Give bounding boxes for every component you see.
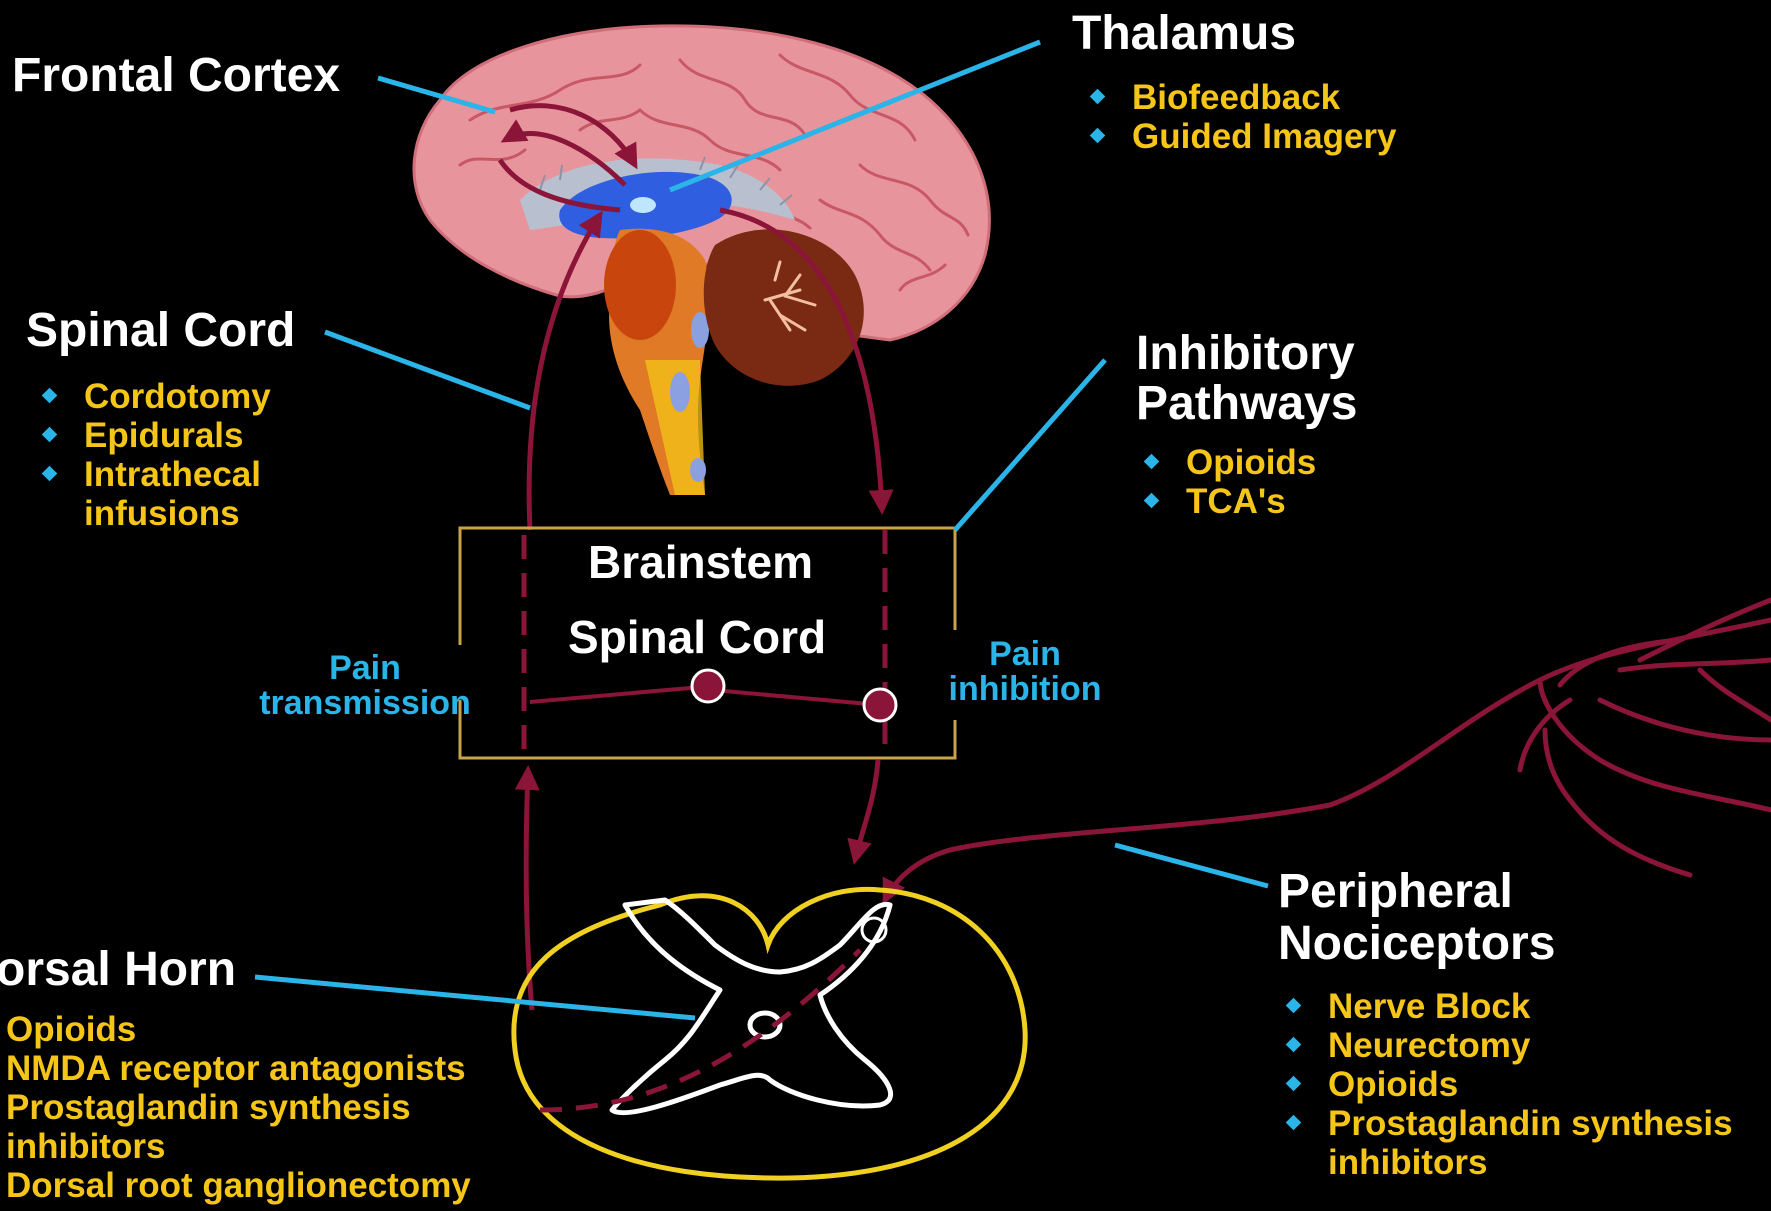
pain-inhibition-line1: Pain xyxy=(940,637,1110,672)
spinal-cord-cross-section xyxy=(514,889,1025,1178)
pain-transmission-line1: Pain xyxy=(250,651,480,686)
thalamus-treatments: Biofeedback Guided Imagery xyxy=(1090,78,1397,156)
peripheral-title-line2: Nociceptors xyxy=(1278,918,1555,970)
treatment-item: TCA's xyxy=(1144,482,1316,521)
peripheral-title-line1: Peripheral xyxy=(1278,866,1513,918)
treatment-item: Nerve Block xyxy=(1286,987,1768,1026)
frontal-cortex-title: Frontal Cortex xyxy=(12,50,340,102)
thalamus-title: Thalamus xyxy=(1072,8,1296,60)
pointer-inhibitory xyxy=(955,360,1105,530)
treatment-item: Opioids xyxy=(0,1010,476,1049)
treatment-item: Prostaglandin synthesis inhibitors xyxy=(0,1088,476,1166)
interneuron xyxy=(530,670,896,721)
pointer-peripheral xyxy=(1115,845,1268,886)
pain-transmission-line2: transmission xyxy=(250,686,480,721)
pointer-spinal-cord xyxy=(325,332,530,408)
treatment-item: Dorsal root ganglionectomy xyxy=(0,1166,476,1205)
treatment-item: Intrathecal infusions xyxy=(42,455,294,533)
spinal-cord-title: Spinal Cord xyxy=(26,305,295,357)
box-label-spinal-cord: Spinal Cord xyxy=(568,612,826,662)
treatment-item: Opioids xyxy=(1286,1065,1768,1104)
treatment-item: Biofeedback xyxy=(1090,78,1397,117)
peripheral-treatments: Nerve Block Neurectomy Opioids Prostagla… xyxy=(1286,987,1768,1182)
spinal-cord-treatments: Cordotomy Epidurals Intrathecal infusion… xyxy=(42,377,294,533)
inhibitory-title-line2: Pathways xyxy=(1136,378,1357,430)
treatment-item: NMDA receptor antagonists xyxy=(0,1049,476,1088)
treatment-item: Epidurals xyxy=(42,416,294,455)
treatment-item: Guided Imagery xyxy=(1090,117,1397,156)
box-label-brainstem: Brainstem xyxy=(588,537,813,587)
inhibitory-title-line1: Inhibitory xyxy=(1136,328,1355,380)
pain-inhibition-line2: inhibition xyxy=(940,672,1110,707)
dorsal-horn-title: orsal Horn xyxy=(0,944,236,996)
treatment-item: Prostaglandin synthesis inhibitors xyxy=(1286,1104,1768,1182)
inhibitory-treatments: Opioids TCA's xyxy=(1144,443,1316,521)
pain-transmission-label: Pain transmission xyxy=(250,651,480,721)
treatment-item: Opioids xyxy=(1144,443,1316,482)
treatment-item: Cordotomy xyxy=(42,377,294,416)
pain-inhibition-label: Pain inhibition xyxy=(940,637,1110,707)
treatment-item: Neurectomy xyxy=(1286,1026,1768,1065)
dorsal-horn-treatments: Opioids NMDA receptor antagonists Prosta… xyxy=(0,1010,476,1205)
grey-matter xyxy=(612,900,891,1113)
